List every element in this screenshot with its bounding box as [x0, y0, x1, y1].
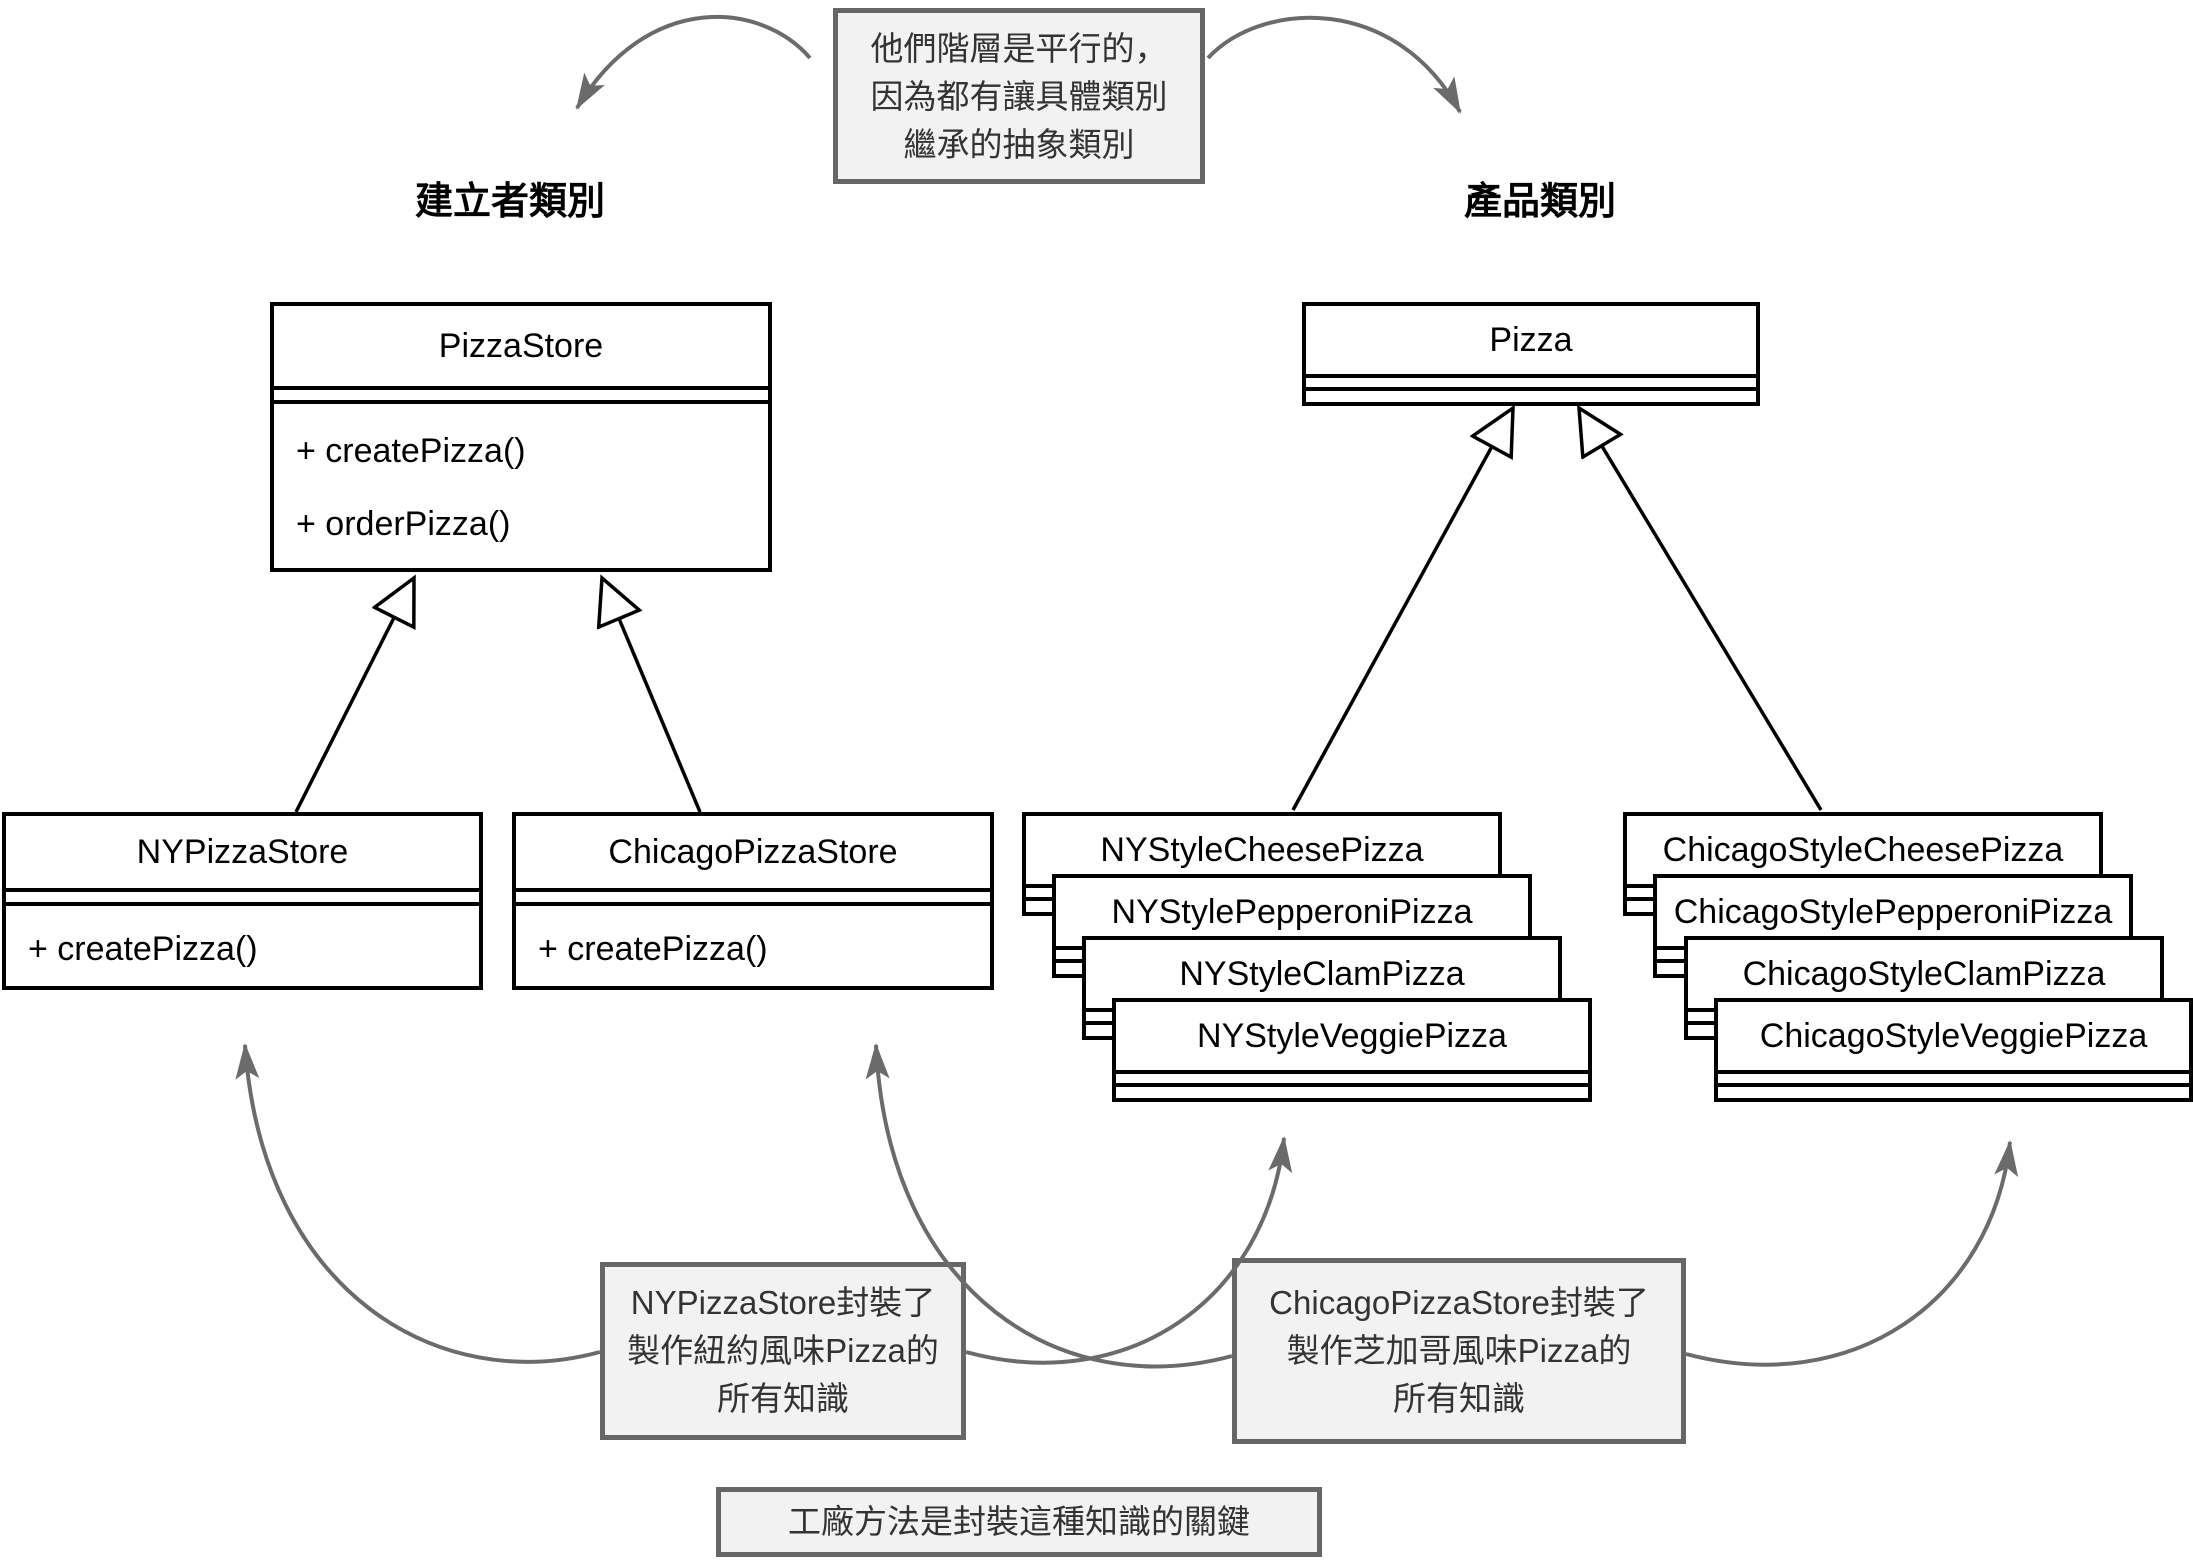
inheritance-chicago-pizzas-to-pizza: [1579, 408, 1823, 811]
ny-note-line-3: 所有知識: [717, 1380, 849, 1417]
factory-method-key-note: 工廠方法是封裝這種知識的關鍵: [716, 1487, 1322, 1557]
class-ny-pizza-store-methods: + createPizza(): [6, 930, 479, 969]
bottom-note-text: 工廠方法是封裝這種知識的關鍵: [788, 1503, 1250, 1540]
chicago-note-arrow-to-chicago-pizza-stack: [1685, 1140, 2019, 1367]
top-note-line-2: 因為都有讓具體類別: [870, 78, 1168, 115]
class-ny-pizza-store: NYPizzaStore + createPizza(): [2, 812, 483, 990]
method-create-pizza: + createPizza(): [296, 432, 526, 470]
class-ny-pizza-store-attributes-compartment: [6, 892, 479, 906]
inheritance-ny-store-to-pizza-store: [294, 578, 414, 813]
product-classes-heading: 產品類別: [1463, 181, 1616, 223]
ny-note-arrow-to-ny-pizza-store: [235, 1043, 601, 1364]
class-pizza-attributes-compartment: [1306, 378, 1756, 391]
method-order-pizza: + orderPizza(): [296, 505, 511, 543]
class-pizza-store: PizzaStore + createPizza() + orderPizza(…: [270, 302, 772, 572]
inheritance-chicago-store-to-pizza-store: [602, 578, 702, 813]
class-chicago-pizza-store-methods: + createPizza(): [516, 930, 990, 969]
ny-method-create-pizza: + createPizza(): [28, 930, 258, 968]
top-note-arrow-to-creator-hierarchy: [575, 15, 812, 110]
class-pizza-title: Pizza: [1306, 306, 1756, 378]
top-note-line-3: 繼承的抽象類別: [903, 126, 1135, 163]
chicago-note-line-1: ChicagoPizzaStore封裝了: [1269, 1284, 1649, 1321]
class-ny-style-veggie-pizza-title: NYStyleVeggiePizza: [1116, 1002, 1588, 1074]
chicago-note-line-2: 製作芝加哥風味Pizza的: [1286, 1332, 1632, 1369]
ny-pizza-store-note: NYPizzaStore封裝了 製作紐約風味Pizza的 所有知識: [600, 1262, 966, 1440]
ny-note-line-1: NYPizzaStore封裝了: [630, 1284, 936, 1321]
stack-compartment: [1116, 1074, 1588, 1087]
top-note-line-1: 他們階層是平行的，: [870, 30, 1168, 67]
inheritance-ny-pizzas-to-pizza: [1291, 408, 1513, 811]
chicago-note-line-3: 所有知識: [1393, 1380, 1525, 1417]
class-chicago-pizza-store: ChicagoPizzaStore + createPizza(): [512, 812, 994, 990]
top-note-arrow-to-product-hierarchy: [1206, 15, 1462, 114]
class-ny-style-veggie-pizza: NYStyleVeggiePizza: [1112, 998, 1592, 1102]
class-pizza: Pizza: [1302, 302, 1760, 406]
class-ny-pizza-store-title: NYPizzaStore: [6, 816, 479, 892]
class-chicago-pizza-store-title: ChicagoPizzaStore: [516, 816, 990, 892]
creator-classes-heading: 建立者類別: [414, 181, 605, 223]
top-parallel-hierarchy-note: 他們階層是平行的， 因為都有讓具體類別 繼承的抽象類別: [833, 8, 1205, 184]
class-chicago-style-veggie-pizza: ChicagoStyleVeggiePizza: [1714, 998, 2193, 1102]
ny-note-line-2: 製作紐約風味Pizza的: [627, 1332, 939, 1369]
chicago-pizza-store-note: ChicagoPizzaStore封裝了 製作芝加哥風味Pizza的 所有知識: [1232, 1258, 1686, 1444]
class-pizza-store-title: PizzaStore: [274, 306, 768, 390]
class-pizza-store-attributes-compartment: [274, 390, 768, 404]
class-chicago-style-veggie-pizza-title: ChicagoStyleVeggiePizza: [1718, 1002, 2189, 1074]
stack-compartment: [1718, 1074, 2189, 1087]
class-pizza-store-methods: + createPizza() + orderPizza(): [274, 432, 768, 544]
class-chicago-pizza-store-attributes-compartment: [516, 892, 990, 906]
chicago-method-create-pizza: + createPizza(): [538, 930, 768, 968]
